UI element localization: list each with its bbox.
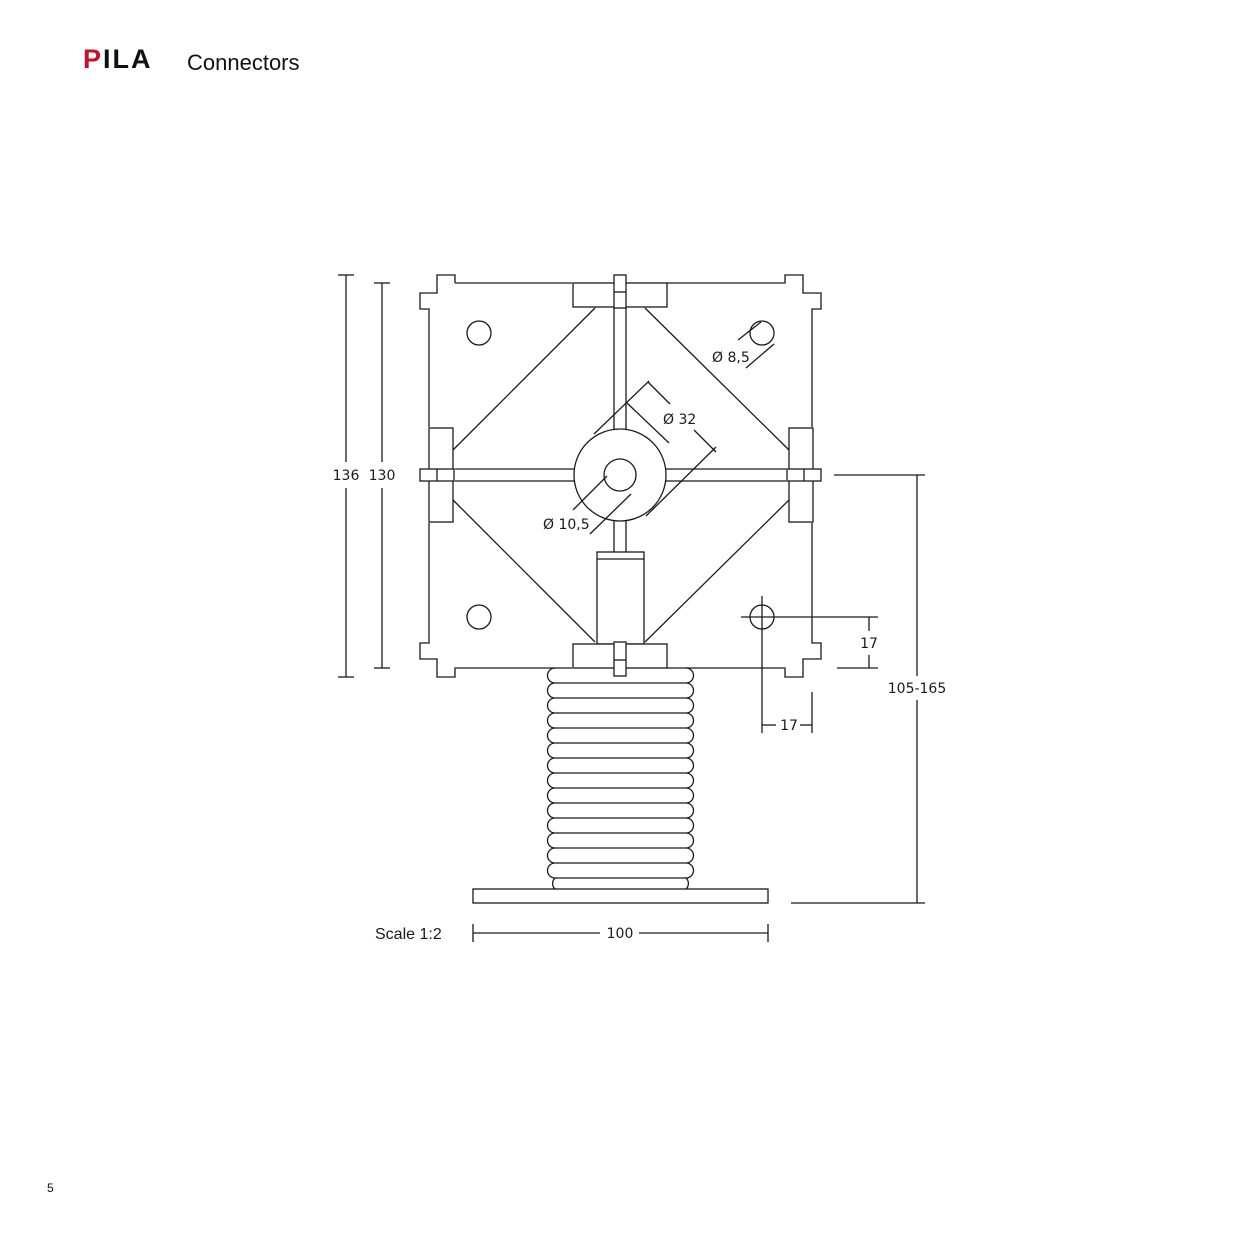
adjustable-bellows	[546, 667, 695, 890]
dimension-adjust-range-label: 105-165	[888, 681, 947, 697]
mounting-hole-top-left	[466, 320, 492, 346]
plate-outline	[419, 274, 822, 678]
dimension-bore-diameter	[572, 475, 632, 535]
center-disc	[573, 428, 667, 522]
dimension-outer-height-label: 136	[333, 468, 360, 484]
top-clamp	[572, 274, 668, 309]
left-clamp	[419, 427, 455, 523]
brand-initial: P	[83, 44, 104, 74]
brand-name: ILA	[103, 44, 153, 74]
right-clamp	[786, 427, 822, 523]
page-number: 5	[47, 1181, 54, 1195]
diagonal-ribs	[452, 307, 790, 643]
page-title: Connectors	[187, 50, 300, 75]
dimension-adjust-range	[791, 474, 925, 904]
dimension-disc-diameter-label: Ø 32	[663, 412, 696, 428]
dimension-base-width	[472, 924, 769, 942]
dimension-hole-offset-horizontal	[761, 596, 813, 733]
dimension-bore-diameter-label: Ø 10,5	[543, 517, 590, 533]
dimension-base-width-label: 100	[607, 926, 634, 942]
dimension-inner-height-label: 130	[369, 468, 396, 484]
dimension-disc-diameter	[593, 380, 717, 517]
dimension-hole-offset-horizontal-label: 17	[780, 718, 798, 734]
dimension-hole-offset-vertical-label: 17	[860, 636, 878, 652]
dimension-hole-diameter-label: Ø 8,5	[712, 350, 750, 366]
horizontal-fin	[455, 468, 786, 482]
mounting-hole-bottom-left	[466, 604, 492, 630]
base-plate	[472, 888, 769, 904]
scale-label: Scale 1:2	[375, 926, 442, 943]
mounting-hole-top-right	[749, 320, 775, 346]
dimension-hole-offset-vertical	[741, 616, 878, 669]
dimension-outer-height	[338, 274, 354, 678]
dimension-hole-diameter	[737, 321, 775, 369]
bottom-clamp	[572, 551, 668, 677]
brand-logo: PILA	[83, 44, 153, 75]
center-bore	[603, 458, 637, 492]
dimension-inner-height	[374, 282, 390, 669]
